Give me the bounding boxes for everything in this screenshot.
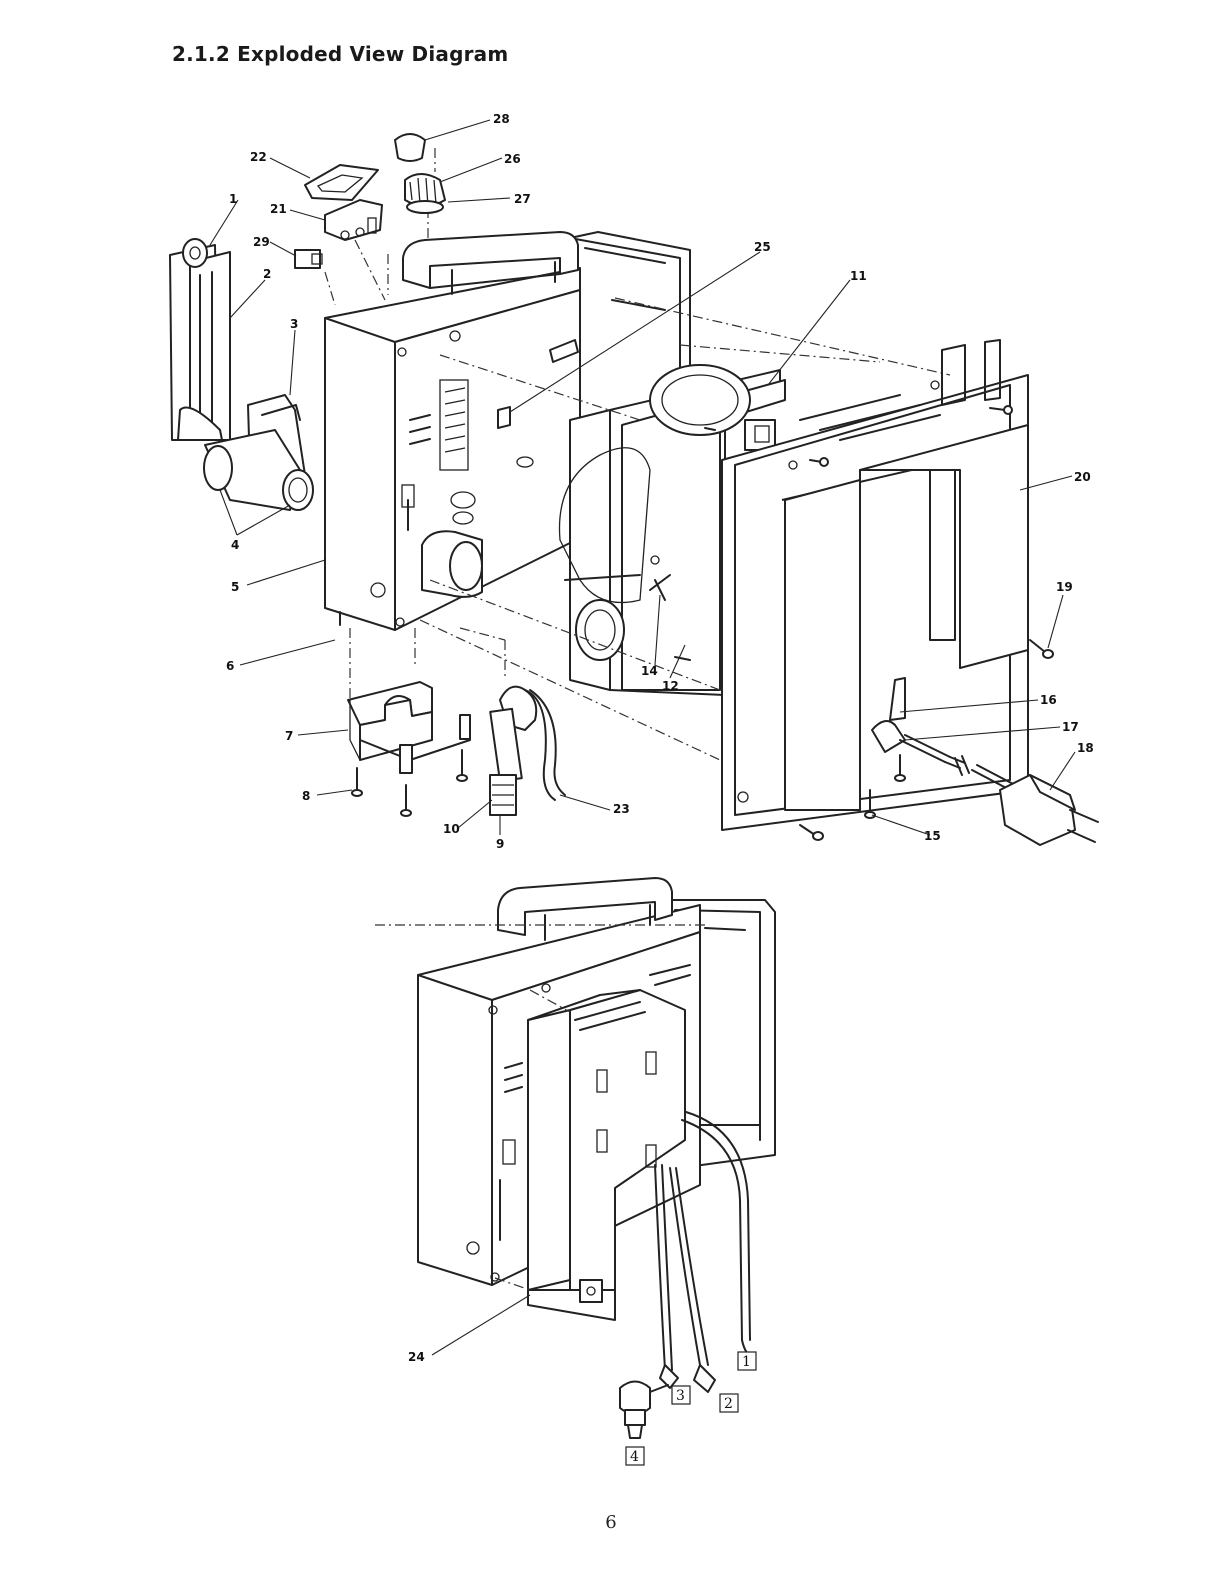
part-label-28: 28 [493, 112, 510, 126]
part-label-2: 2 [263, 267, 271, 281]
part-label-11: 11 [850, 269, 867, 283]
part-label-1: 1 [229, 192, 237, 206]
part-label-4: 4 [231, 538, 239, 552]
part-label-12: 12 [662, 679, 679, 693]
part-label-6: 6 [226, 659, 234, 673]
connector-label-3: 3 [676, 1388, 685, 1404]
part-label-9: 9 [496, 837, 504, 851]
part-label-17: 17 [1062, 720, 1079, 734]
part-label-23: 23 [613, 802, 630, 816]
assembled-housing-view [375, 878, 775, 1438]
part-label-27: 27 [514, 192, 531, 206]
bracket-assembly [170, 239, 230, 440]
part-label-5: 5 [231, 580, 239, 594]
part-label-8: 8 [302, 789, 310, 803]
part-label-29: 29 [253, 235, 270, 249]
part-label-18: 18 [1077, 741, 1094, 755]
part-label-20: 20 [1074, 470, 1091, 484]
part-label-16: 16 [1040, 693, 1057, 707]
part-label-26: 26 [504, 152, 521, 166]
main-housing [325, 268, 580, 630]
part-label-25: 25 [754, 240, 771, 254]
connector-label-2: 2 [724, 1396, 733, 1412]
bottom-bracket [348, 682, 470, 773]
part-label-21: 21 [270, 202, 287, 216]
lamp-and-cord [490, 687, 565, 815]
part-label-19: 19 [1056, 580, 1073, 594]
connector-label-4: 4 [630, 1449, 639, 1465]
part-label-7: 7 [285, 729, 293, 743]
page-number: 6 [0, 1512, 1222, 1533]
connector-label-1: 1 [742, 1354, 751, 1370]
part-label-14: 14 [641, 664, 658, 678]
part-label-24: 24 [408, 1350, 425, 1364]
side-cover-plate [722, 340, 1028, 830]
part-label-15: 15 [924, 829, 941, 843]
part-label-22: 22 [250, 150, 267, 164]
part-label-3: 3 [290, 317, 298, 331]
part-label-10: 10 [443, 822, 460, 836]
